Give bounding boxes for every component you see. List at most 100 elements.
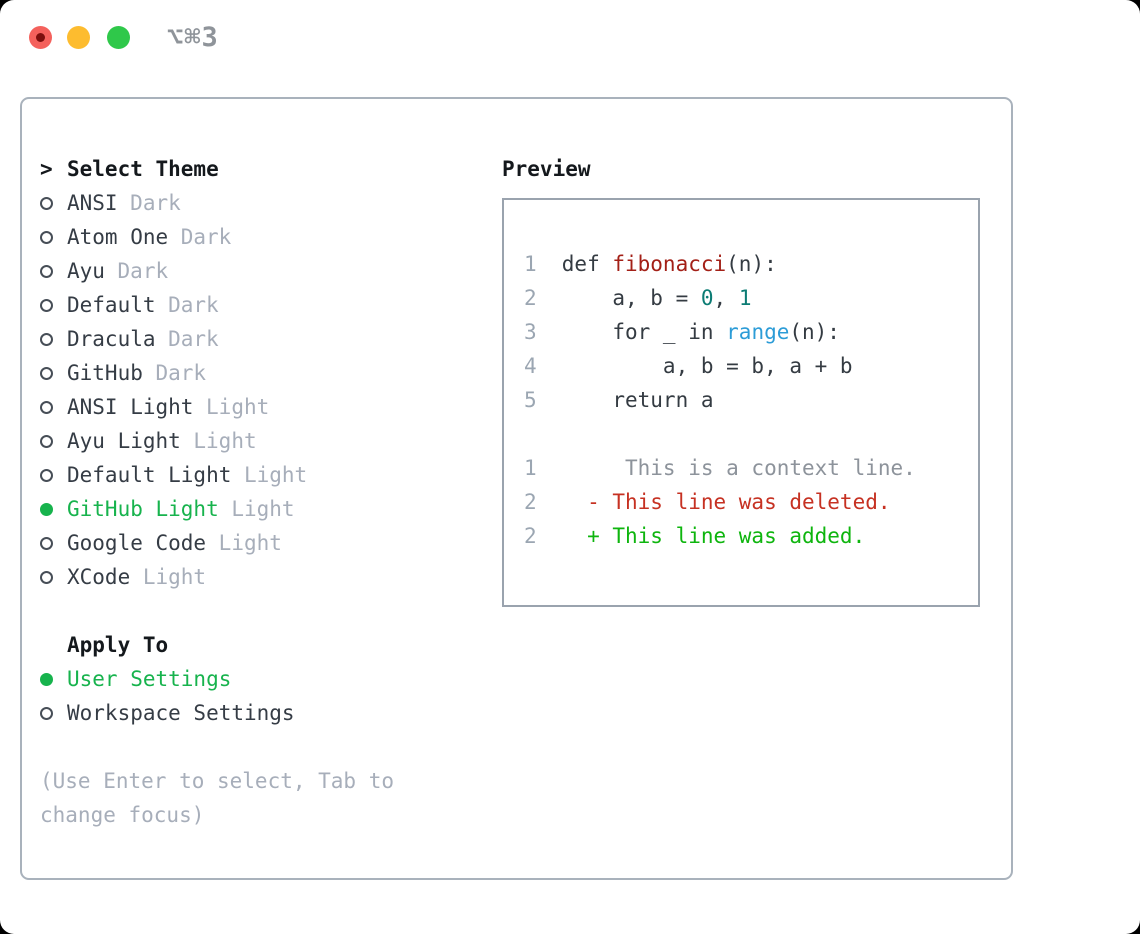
code-segment-added: + This line was added.: [561, 524, 866, 548]
select-theme-header-row: > Select Theme: [40, 152, 490, 186]
apply-to-header-row: Apply To: [40, 628, 490, 662]
close-button[interactable]: [29, 26, 52, 49]
preview-code-line: 1 This is a context line.: [524, 451, 978, 485]
preview-code-line: 5 return a: [524, 383, 978, 417]
theme-option-ansi-light-variant-tag: Light: [206, 395, 270, 419]
theme-option-xcode-label: XCode: [67, 565, 131, 589]
preview-code-line: 2 a, b = 0, 1: [524, 281, 978, 315]
code-segment-num: 1: [738, 286, 752, 310]
theme-option-atom-one-label: Atom One: [67, 225, 169, 249]
theme-option-ansi-label: ANSI: [67, 191, 118, 215]
window-titlebar: ⌥⌘3: [0, 0, 1140, 74]
radio-unselected-icon: [40, 196, 53, 210]
zoom-button[interactable]: [107, 26, 130, 49]
window-title: ⌥⌘3: [167, 22, 219, 53]
apply-option-workspace-settings-label: Workspace Settings: [67, 701, 295, 725]
line-number: 2: [524, 524, 537, 548]
unsaved-changes-dot-icon: [36, 33, 45, 42]
preview-code-line: 3 for _ in range(n):: [524, 315, 978, 349]
code-segment-code: a, b =: [561, 286, 701, 310]
apply-option-user-settings[interactable]: User Settings: [40, 662, 490, 696]
radio-unselected-icon: [40, 400, 53, 414]
select-theme-title: Select Theme: [67, 157, 219, 181]
theme-option-github-light-variant-tag: Light: [231, 497, 295, 521]
line-number: 3: [524, 320, 537, 344]
theme-option-default[interactable]: Default Dark: [40, 288, 490, 322]
radio-unselected-icon: [40, 264, 53, 278]
theme-option-github-variant-tag: Dark: [155, 361, 207, 385]
line-number: 2: [524, 286, 537, 310]
keyboard-hint-text: (Use Enter to select, Tab to change focu…: [40, 769, 395, 827]
radio-unselected-icon: [40, 298, 53, 312]
code-segment-code: return a: [561, 388, 714, 412]
code-segment-code: ,: [713, 286, 739, 310]
theme-option-default-light-variant-tag: Light: [243, 463, 308, 487]
theme-option-atom-one-variant-tag: Dark: [180, 225, 232, 249]
theme-option-dracula[interactable]: Dracula Dark: [40, 322, 490, 356]
radio-unselected-icon: [40, 366, 53, 380]
preview-code-line: 2 + This line was added.: [524, 519, 978, 553]
radio-unselected-icon: [40, 332, 53, 346]
preview-code-line: 4 a, b = b, a + b: [524, 349, 978, 383]
theme-option-ayu-label: Ayu: [67, 259, 105, 283]
theme-option-ansi-light-label: ANSI Light: [67, 395, 194, 419]
radio-unselected-icon: [40, 434, 53, 448]
theme-option-default-light[interactable]: Default Light Light: [40, 458, 490, 492]
apply-option-user-settings-label: User Settings: [67, 667, 232, 691]
radio-unselected-icon: [40, 536, 53, 550]
preview-header-row: Preview: [502, 152, 1002, 186]
radio-unselected-icon: [40, 230, 53, 244]
theme-option-google-code-variant-tag: Light: [218, 531, 282, 555]
theme-option-default-variant-tag: Dark: [168, 293, 219, 317]
radio-unselected-icon: [40, 570, 53, 584]
theme-option-dracula-variant-tag: Dark: [168, 327, 219, 351]
code-segment-builtin: range: [726, 320, 790, 344]
code-segment-code: (n):: [789, 320, 840, 344]
radio-selected-icon: [40, 502, 53, 516]
radio-unselected-icon: [40, 706, 53, 720]
theme-option-atom-one[interactable]: Atom One Dark: [40, 220, 490, 254]
apply-to-title: Apply To: [67, 633, 169, 657]
code-segment-deleted: - This line was deleted.: [561, 490, 891, 514]
radio-selected-icon: [40, 672, 53, 686]
line-number: 5: [524, 388, 537, 412]
theme-option-ayu-light-label: Ayu Light: [67, 429, 181, 453]
theme-option-github-light-label: GitHub Light: [67, 497, 219, 521]
minimize-button[interactable]: [67, 26, 90, 49]
preview-title: Preview: [502, 157, 591, 181]
radio-unselected-icon: [40, 468, 53, 482]
code-segment-num: 0: [700, 286, 714, 310]
theme-option-default-light-label: Default Light: [67, 463, 232, 487]
theme-option-default-label: Default: [67, 293, 156, 317]
line-number: 2: [524, 490, 537, 514]
apply-option-workspace-settings[interactable]: Workspace Settings: [40, 696, 490, 730]
code-segment-func: fibonacci: [612, 252, 727, 276]
line-number: 4: [524, 354, 537, 378]
preview-code-line: 2 - This line was deleted.: [524, 485, 978, 519]
theme-option-ayu[interactable]: Ayu Dark: [40, 254, 490, 288]
theme-option-dracula-label: Dracula: [67, 327, 156, 351]
theme-option-ayu-variant-tag: Dark: [117, 259, 169, 283]
theme-option-xcode[interactable]: XCode Light: [40, 560, 490, 594]
code-segment-context: This is a context line.: [561, 456, 916, 480]
theme-option-xcode-variant-tag: Light: [142, 565, 207, 589]
code-segment-code: def: [561, 252, 613, 276]
code-segment-code: for _ in: [561, 320, 727, 344]
code-segment-code: (n):: [726, 252, 777, 276]
theme-option-ansi-light[interactable]: ANSI Light Light: [40, 390, 490, 424]
preview-code-line: [524, 417, 978, 451]
theme-option-github-light[interactable]: GitHub Light Light: [40, 492, 490, 526]
line-number: 1: [524, 456, 537, 480]
